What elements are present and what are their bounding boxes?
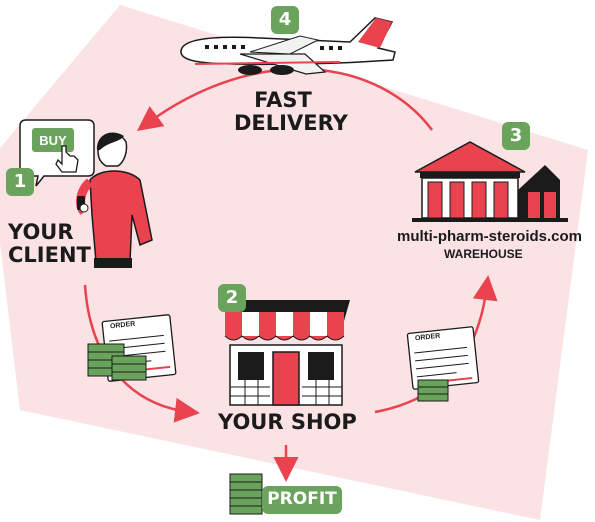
your-client-label: YOUR CLIENT <box>8 222 91 266</box>
warehouse-site-label: multi-pharm-steroids.com <box>397 228 583 245</box>
profit-badge-bg <box>262 486 342 514</box>
step-badge-1: 1 <box>6 168 34 196</box>
your-label: YOUR <box>8 220 74 244</box>
step-badge-2: 2 <box>218 284 246 312</box>
buy-button-label: BUY <box>39 133 67 148</box>
step-badge-3: 3 <box>502 122 530 150</box>
money-stack-icon <box>229 473 263 515</box>
step-badge-4: 4 <box>271 6 299 34</box>
your-shop-label: YOUR SHOP <box>218 410 357 434</box>
money-stack-icon <box>417 379 449 402</box>
fast-delivery-label: FAST DELIVERY <box>234 88 348 135</box>
cursor-hand-icon <box>55 145 79 173</box>
profit-label: PROFIT <box>267 489 337 509</box>
warehouse-icon <box>412 141 568 222</box>
money-stack-icon <box>87 343 147 381</box>
delivery-label: DELIVERY <box>234 111 348 135</box>
airplane-icon <box>180 17 396 75</box>
client-label: CLIENT <box>8 243 91 267</box>
fast-label: FAST <box>254 88 312 112</box>
client-person-icon <box>76 132 153 268</box>
shop-icon <box>224 300 350 406</box>
warehouse-label: WAREHOUSE <box>444 247 523 261</box>
